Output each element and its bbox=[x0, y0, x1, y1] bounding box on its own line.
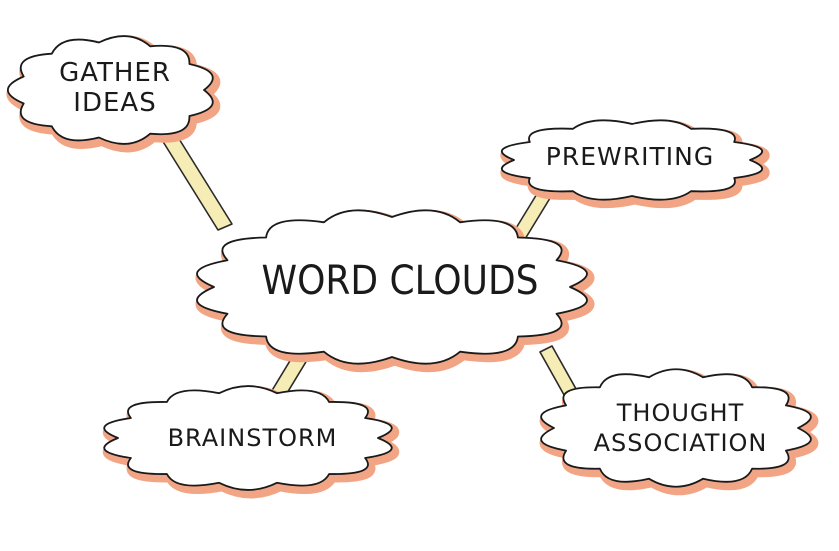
gather-ideas-label: GATHER IDEAS bbox=[40, 58, 190, 118]
prewriting-label: PREWRITING bbox=[525, 142, 735, 171]
thought-association-line-2: ASSOCIATION bbox=[593, 429, 768, 457]
cloud-gather-ideas bbox=[6, 35, 221, 153]
brainstorm-line-1: BRAINSTORM bbox=[167, 424, 338, 452]
cloud-thought-association bbox=[539, 368, 819, 496]
cloud-gather-ideas-outline bbox=[6, 35, 214, 145]
connector-gather-ideas bbox=[161, 133, 233, 231]
cloud-brainstorm bbox=[102, 385, 400, 499]
gather-ideas-line-2: IDEAS bbox=[73, 88, 157, 118]
cloud-prewriting-outline bbox=[500, 119, 764, 201]
thought-association-label: THOUGHT ASSOCIATION bbox=[568, 398, 793, 458]
gather-ideas-line-1: GATHER bbox=[59, 58, 171, 88]
cloud-thought-association-outline bbox=[540, 368, 812, 488]
cloud-center bbox=[195, 209, 595, 373]
center-cloud-label: WORD CLOUDS bbox=[250, 258, 550, 304]
cloud-brainstorm-outline bbox=[103, 385, 393, 491]
center-label-text: WORD CLOUDS bbox=[261, 258, 539, 304]
cloud-prewriting bbox=[500, 119, 770, 209]
thought-association-line-1: THOUGHT bbox=[616, 399, 745, 427]
clouds bbox=[6, 35, 819, 499]
brainstorm-label: BRAINSTORM bbox=[140, 424, 365, 452]
prewriting-line-1: PREWRITING bbox=[545, 142, 715, 171]
cloud-center-outline bbox=[196, 209, 588, 365]
